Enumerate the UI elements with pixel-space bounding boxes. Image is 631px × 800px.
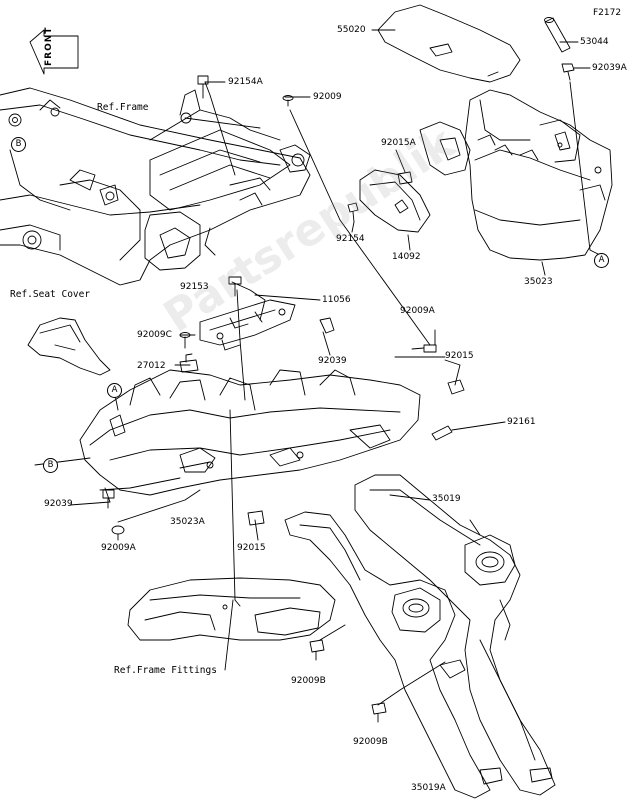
clip-27012-drawing bbox=[179, 353, 199, 373]
bolt-92009A-right-drawing bbox=[411, 344, 437, 353]
ref-frame-fittings-label: Ref.Frame Fittings bbox=[114, 665, 217, 676]
callout-92015A[interactable]: 92015A bbox=[381, 138, 416, 148]
license-bracket-35019A-drawing bbox=[284, 511, 503, 799]
front-label: FRONT bbox=[44, 26, 54, 66]
pin-53044-drawing bbox=[544, 17, 571, 53]
bolt-92009B-upper-drawing bbox=[309, 639, 325, 661]
callout-92039-mid[interactable]: 92039 bbox=[318, 356, 347, 366]
bolt-92009-top-drawing bbox=[282, 95, 294, 107]
callout-92039A-top[interactable]: 92039A bbox=[592, 63, 627, 73]
license-bracket-35019-drawing bbox=[354, 474, 556, 796]
storage-tray-35023-drawing bbox=[419, 89, 613, 261]
callout-53044[interactable]: 53044 bbox=[580, 37, 609, 47]
bolt-92153-drawing bbox=[228, 276, 242, 297]
bolt-92039-mid-drawing bbox=[319, 317, 335, 334]
frame-fittings-ref-drawing bbox=[127, 577, 336, 641]
marker-a-left: A bbox=[107, 383, 122, 398]
callout-14092[interactable]: 14092 bbox=[392, 252, 421, 262]
bolt-92039-left-drawing bbox=[102, 489, 115, 509]
callout-11056[interactable]: 11056 bbox=[322, 295, 351, 305]
bolt-92154A-drawing bbox=[197, 75, 209, 99]
callout-92153[interactable]: 92153 bbox=[180, 282, 209, 292]
seat-cover-ref-drawing bbox=[27, 317, 111, 376]
callout-92154[interactable]: 92154 bbox=[336, 234, 365, 244]
callout-92161[interactable]: 92161 bbox=[507, 417, 536, 427]
bolt-92009C-drawing bbox=[179, 332, 191, 349]
seat-liner-55020-drawing bbox=[377, 4, 521, 83]
callout-92009C[interactable]: 92009C bbox=[137, 330, 172, 340]
frame-drawing bbox=[0, 87, 311, 286]
figure-code: F2172 bbox=[593, 8, 622, 18]
callout-92009B-upper[interactable]: 92009B bbox=[291, 676, 326, 686]
bolt-92154-drawing bbox=[347, 202, 359, 223]
callout-92039-left[interactable]: 92039 bbox=[44, 499, 73, 509]
front-arrow-icon bbox=[29, 29, 79, 75]
marker-b-top: B bbox=[11, 137, 26, 152]
callout-55020[interactable]: 55020 bbox=[337, 25, 366, 35]
switch-14092-drawing bbox=[359, 169, 431, 233]
ref-frame-label: Ref.Frame bbox=[97, 102, 149, 113]
callout-92009A-right[interactable]: 92009A bbox=[400, 306, 435, 316]
callout-92009A-left[interactable]: 92009A bbox=[101, 543, 136, 553]
bolt-92009B-lower-drawing bbox=[371, 702, 387, 723]
nut-92015-bottom-drawing bbox=[247, 510, 265, 526]
callout-92009B-lower[interactable]: 92009B bbox=[353, 737, 388, 747]
cover-92161-drawing bbox=[431, 425, 453, 441]
callout-92009-top[interactable]: 92009 bbox=[313, 92, 342, 102]
callout-27012[interactable]: 27012 bbox=[137, 361, 166, 371]
bolt-92009A-left-drawing bbox=[111, 525, 125, 541]
rear-fender-35023A-drawing bbox=[79, 369, 421, 496]
callout-92154A[interactable]: 92154A bbox=[228, 77, 263, 87]
callout-92015-bottom[interactable]: 92015 bbox=[237, 543, 266, 553]
callout-35019[interactable]: 35019 bbox=[432, 494, 461, 504]
ref-seat-cover-label: Ref.Seat Cover bbox=[10, 289, 91, 300]
bracket-11056-drawing bbox=[199, 299, 296, 351]
bolt-92039A-top-drawing bbox=[561, 63, 575, 81]
marker-a-right: A bbox=[594, 253, 609, 268]
callout-35019A[interactable]: 35019A bbox=[411, 783, 446, 793]
callout-35023[interactable]: 35023 bbox=[524, 277, 553, 287]
nut-92015A-drawing bbox=[397, 171, 413, 185]
callout-35023A[interactable]: 35023A bbox=[170, 517, 205, 527]
callout-92015-right[interactable]: 92015 bbox=[445, 351, 474, 361]
marker-b-left: B bbox=[43, 458, 58, 473]
